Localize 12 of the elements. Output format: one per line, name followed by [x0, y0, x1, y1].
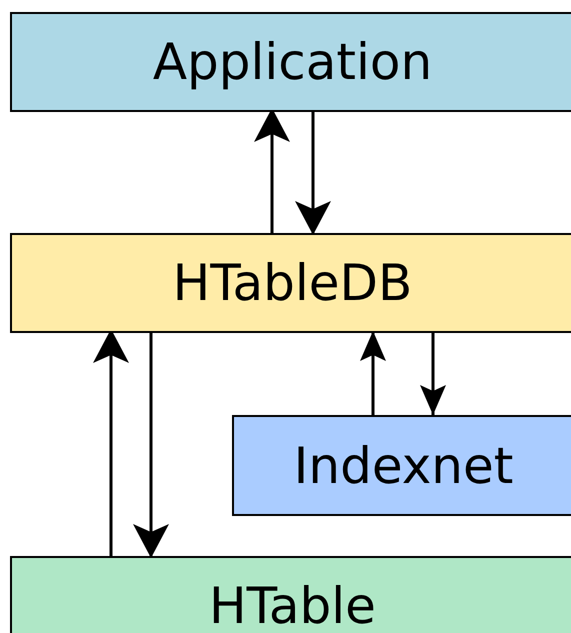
arrow — [420, 333, 446, 415]
component-box — [10, 556, 571, 633]
arrow — [360, 331, 386, 415]
arrow — [133, 333, 169, 558]
component-box — [10, 233, 571, 333]
component-box — [232, 415, 571, 516]
component-box — [10, 12, 571, 112]
component-label: HTableDB — [172, 258, 412, 308]
arrow — [295, 112, 331, 235]
component-label: HTable — [209, 581, 376, 631]
component-label: Application — [152, 37, 432, 87]
component-label: Indexnet — [294, 440, 514, 490]
